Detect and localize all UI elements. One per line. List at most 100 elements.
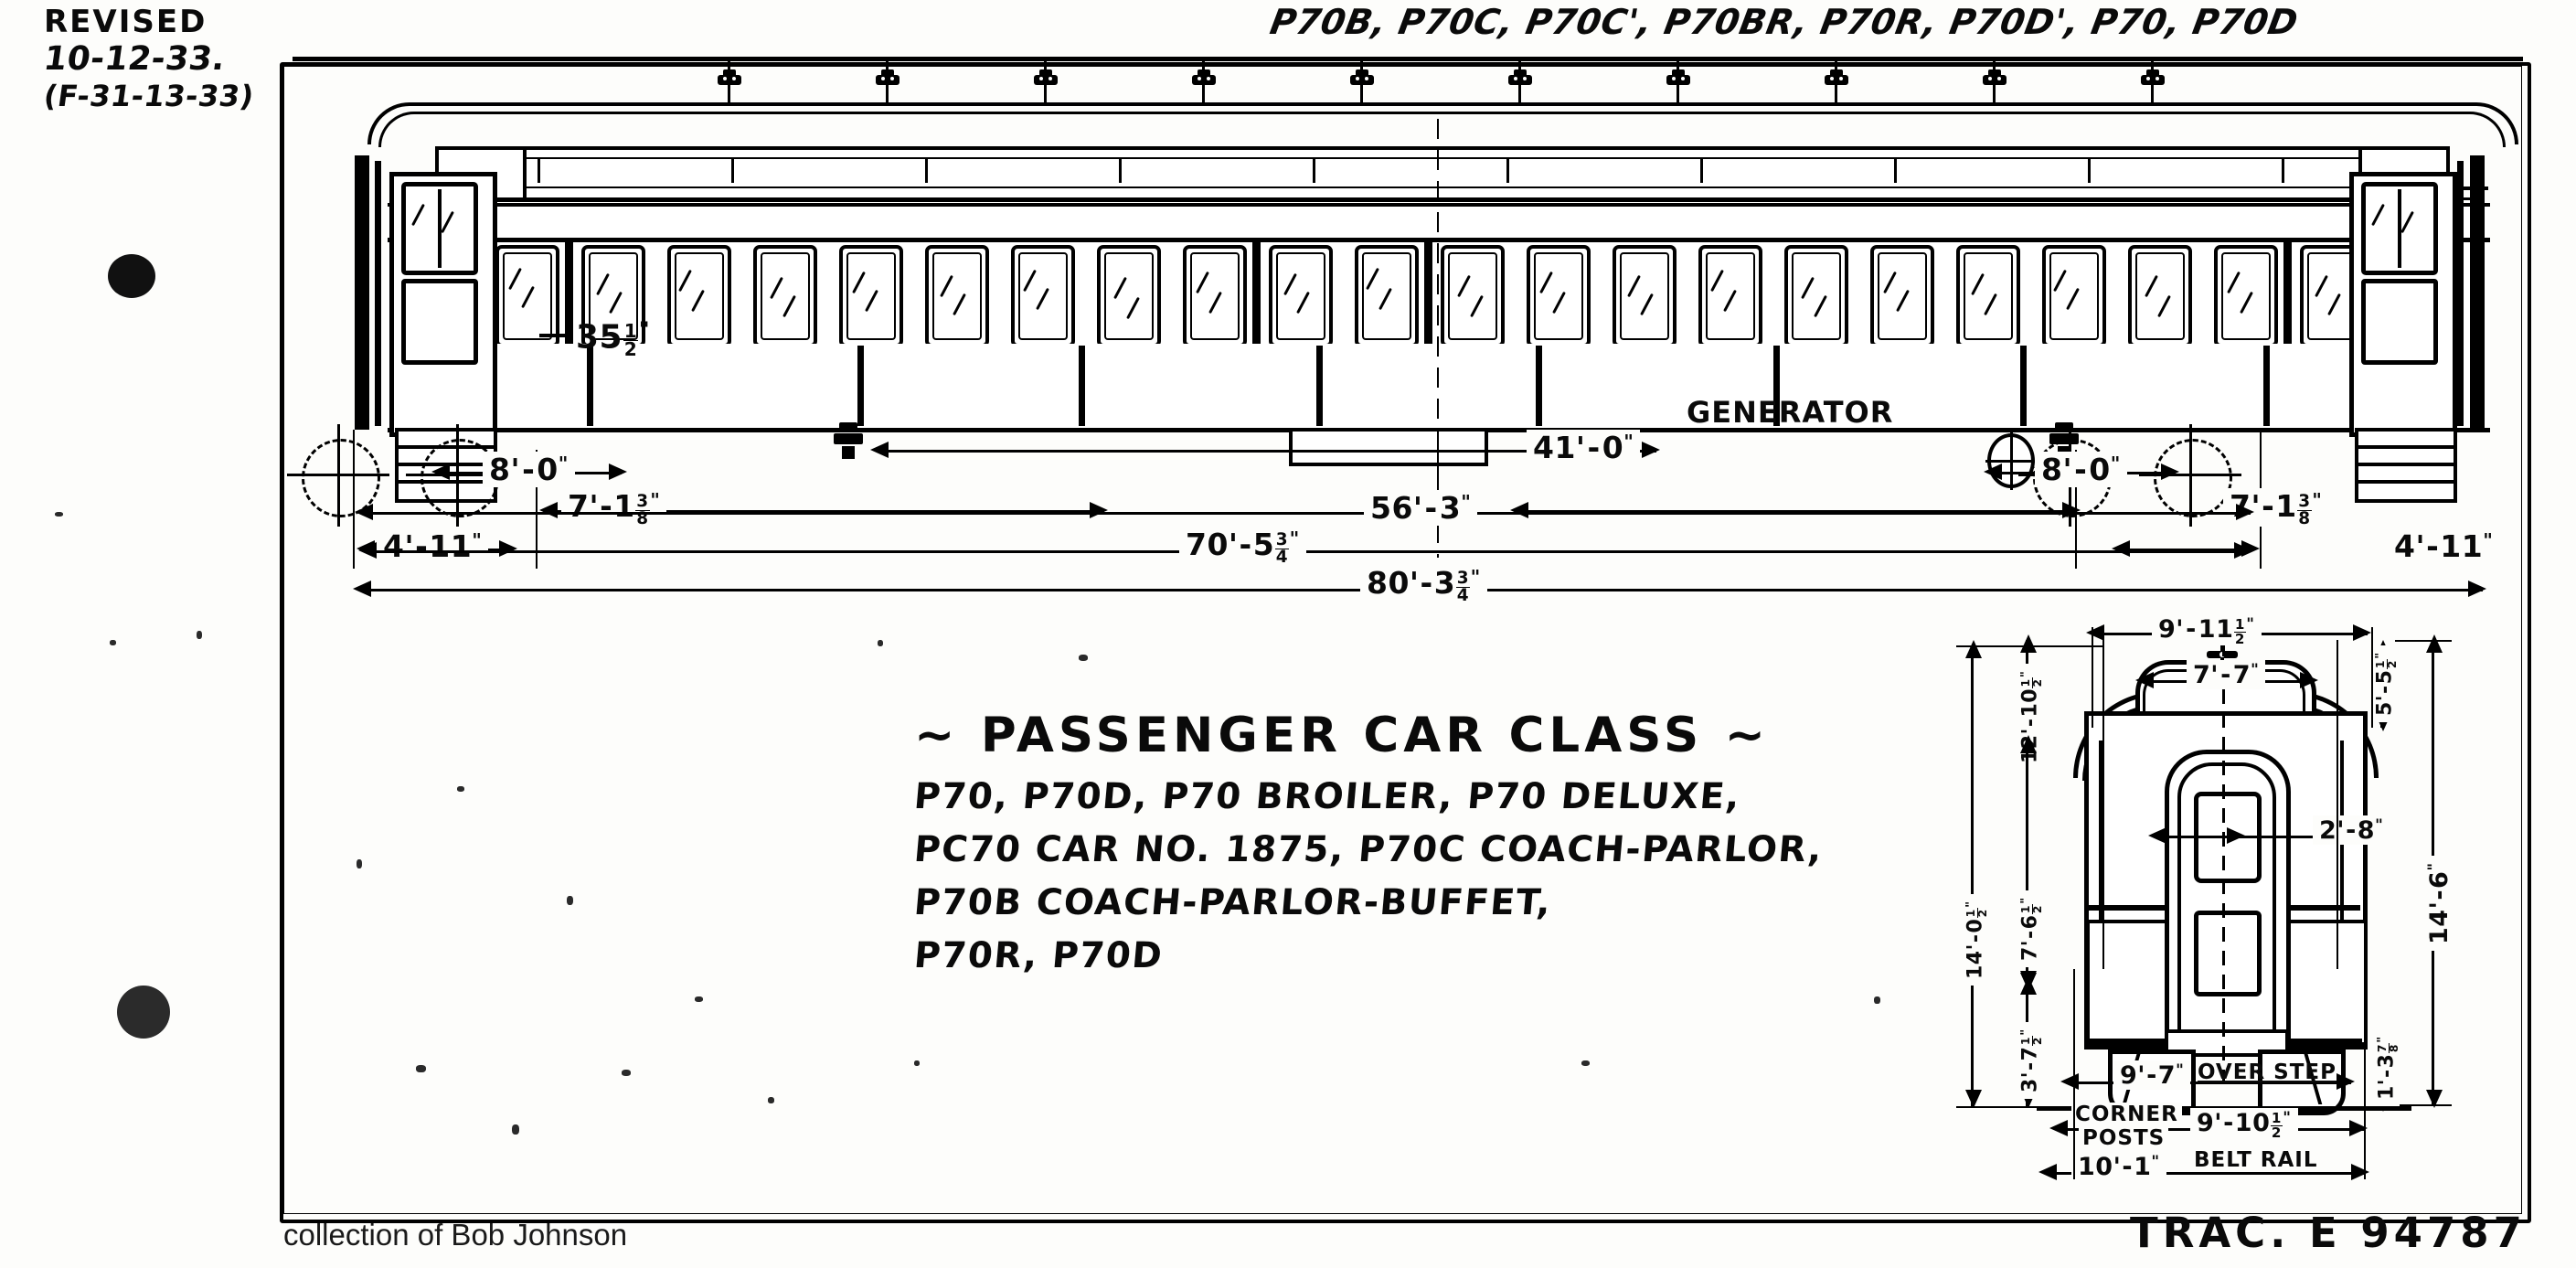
car-window <box>1011 245 1075 347</box>
vestibule-panel <box>401 279 478 365</box>
car-window <box>667 245 731 347</box>
dim-arrow <box>609 464 627 480</box>
dim-arrow <box>870 442 889 458</box>
dim-door-width: 2'-8" <box>2313 815 2390 846</box>
title-block: ~ PASSENGER CAR CLASS ~ P70, P70D, P70 B… <box>912 704 1825 980</box>
window-post <box>1424 241 1432 344</box>
clerestory-divider <box>538 159 540 183</box>
dim-arrow <box>2038 1164 2057 1180</box>
clerestory-divider <box>2088 159 2091 183</box>
drawing-number: TRAC. E 94787 <box>2130 1209 2527 1257</box>
car-window <box>1441 245 1505 347</box>
dim-line-body-interior <box>362 512 2251 515</box>
title-block-heading: ~ PASSENGER CAR CLASS ~ <box>914 708 1771 763</box>
revised-date: 10-12-33. <box>41 40 229 79</box>
dim-arrow <box>2426 1090 2443 1108</box>
generator-symbol <box>1985 432 2037 490</box>
dim-line-floor-to-belt <box>2026 741 2028 987</box>
collection-credit: collection of Bob Johnson <box>283 1218 628 1252</box>
side-elevation <box>287 59 2569 581</box>
dim-over-step: 9'-7" <box>2113 1060 2191 1091</box>
car-window <box>1870 245 1934 347</box>
note-over-step: OVER STEP <box>2198 1060 2336 1084</box>
roof-ventilator <box>2141 59 2165 106</box>
speckle <box>1581 1060 1590 1066</box>
dim-arrow <box>358 542 377 559</box>
dim-clerestory-width: 7'-7" <box>2187 660 2266 690</box>
roof-ventilator <box>1508 59 1532 106</box>
speckle <box>416 1065 426 1072</box>
car-window <box>1784 245 1848 347</box>
dim-arrow <box>2161 464 2179 480</box>
inch-mark: " <box>638 318 650 342</box>
clerestory-sash-band <box>435 157 2443 188</box>
dim-arrow <box>2351 1164 2369 1180</box>
vestibule-window <box>2361 182 2438 275</box>
extension-line <box>1437 430 1439 512</box>
clerestory-divider <box>1313 159 1315 183</box>
end-post-left <box>355 155 369 430</box>
car-window <box>925 245 989 347</box>
car-window <box>753 245 817 347</box>
end-view-belt-rail-right <box>2278 905 2360 911</box>
car-window <box>2128 245 2192 347</box>
car-centerline <box>1437 119 1439 558</box>
truck-wheel <box>302 439 380 517</box>
dim-belt-rail: 10'-1" <box>2071 1152 2166 1182</box>
extension-line <box>353 430 355 569</box>
dim-line-belt-rail <box>2046 1172 2366 1175</box>
dim-line-body-length <box>366 550 2249 553</box>
end-view-centerline <box>2222 642 2225 1086</box>
dim-wheelbase-right: 8'-0" <box>2035 452 2127 487</box>
dim-arrow <box>2049 1120 2068 1136</box>
dim-overhang-left: 4'-11" <box>377 528 489 564</box>
dim-arrow <box>2020 735 2037 753</box>
extension-line <box>2364 969 2366 1179</box>
dim-arrow <box>355 504 373 520</box>
roof-ventilator <box>718 59 741 106</box>
skirt-divider <box>857 346 864 426</box>
dim-line-truck-to-end-left <box>547 510 1104 513</box>
speckle <box>1874 996 1880 1004</box>
car-window <box>1527 245 1591 347</box>
roof-ventilator <box>1034 59 1058 106</box>
wheel-centerline <box>337 424 340 527</box>
vestibule-window <box>401 182 478 275</box>
dim-arrow <box>2300 672 2318 688</box>
ink-blot-lower <box>117 986 170 1039</box>
car-skirt <box>388 344 2490 432</box>
speckle <box>1079 655 1088 661</box>
speckle <box>110 640 116 645</box>
window-post <box>565 241 573 344</box>
dim-line-overhang-right <box>2119 549 2247 551</box>
dim-arrow <box>2236 504 2254 520</box>
vestibule-right <box>2349 172 2457 437</box>
roof-ventilator <box>1666 59 1690 106</box>
dim-arrow <box>2234 542 2252 559</box>
dim-line-overall-height <box>1971 645 1974 1106</box>
dim-arrow <box>2349 1120 2368 1136</box>
dim-arrow <box>2426 634 2443 653</box>
roof-outline-inner <box>378 112 2506 147</box>
car-window <box>839 245 903 347</box>
speckle <box>457 786 464 792</box>
dim-arrow <box>1965 640 1982 658</box>
dim-arrow <box>2062 502 2081 518</box>
window-height-value: 35 <box>576 318 623 357</box>
dim-wheelbase-left: 8'-0" <box>483 452 575 487</box>
car-window <box>2214 245 2278 347</box>
end-view-side-wall-inner-right <box>2340 741 2344 1042</box>
car-window <box>1355 245 1419 347</box>
dim-line-truck-to-end-right <box>1517 510 2077 513</box>
skirt-divider <box>2263 346 2270 426</box>
skirt-divider <box>1773 346 1780 426</box>
dim-arrow <box>2135 672 2154 688</box>
extension-line <box>2092 627 2093 728</box>
speckle <box>878 640 883 646</box>
